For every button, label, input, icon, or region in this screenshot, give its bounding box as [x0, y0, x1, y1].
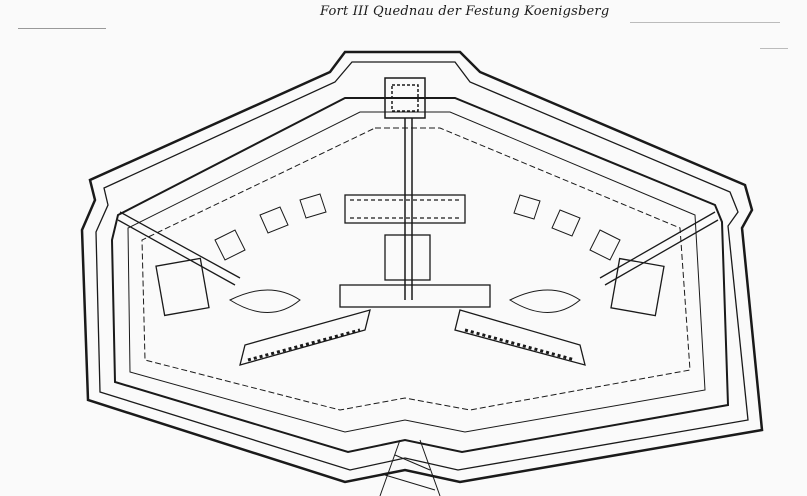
gorge-entrance-road: [379, 439, 441, 496]
handwritten-note-left: [18, 28, 106, 29]
traverses: [214, 193, 621, 313]
right-wing-casemates: [454, 211, 719, 366]
outer-ditch-outline: [80, 50, 764, 484]
left-wing-casemates: [117, 211, 371, 366]
handwritten-note-right: [630, 22, 780, 23]
caponier-top: [384, 77, 426, 300]
drawing-title: Fort III Quednau der Festung Koenigsberg: [320, 4, 610, 19]
gorge-barracks-center: [339, 194, 491, 308]
handwritten-sheet-number: [760, 48, 788, 49]
rampart-outlines: [95, 61, 749, 471]
